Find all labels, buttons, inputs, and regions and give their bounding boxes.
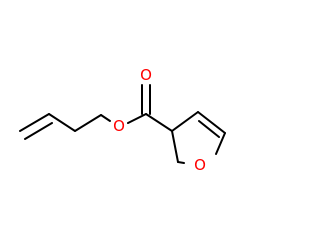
bond-o-dark [100,114,111,122]
bond-c3-c4 [171,111,199,132]
bond-o-to-carbonyl-c [127,113,147,124]
oxygen-label-ring: O [194,156,206,174]
oxygen-label-carbonyl: O [140,66,152,84]
atom-label-carbonyl-o: O [140,66,152,84]
bond-c4-c5-double-b [198,120,220,138]
bond-o-c2 [177,161,185,164]
bond-c5-o [215,132,226,155]
bond-vinyl-double-a [19,113,50,132]
atom-label-ring-o: O [194,156,206,174]
bond-c4-c5-double-a [197,111,226,134]
atom-label-ester-o: O [113,117,125,135]
bond-vinyl-double-b [24,122,53,140]
molecule-structure: O O O [19,66,226,174]
dihydrofuran-ring [171,111,226,164]
ester-group [100,84,173,132]
bond-carbonyl-c-to-ring [145,113,173,132]
bond-c2-c3 [171,130,179,163]
oxygen-label-ester: O [113,117,125,135]
bond-vinyl-single [48,113,76,132]
bond-ch2-to-o [74,114,102,132]
allyl-group [19,113,102,140]
